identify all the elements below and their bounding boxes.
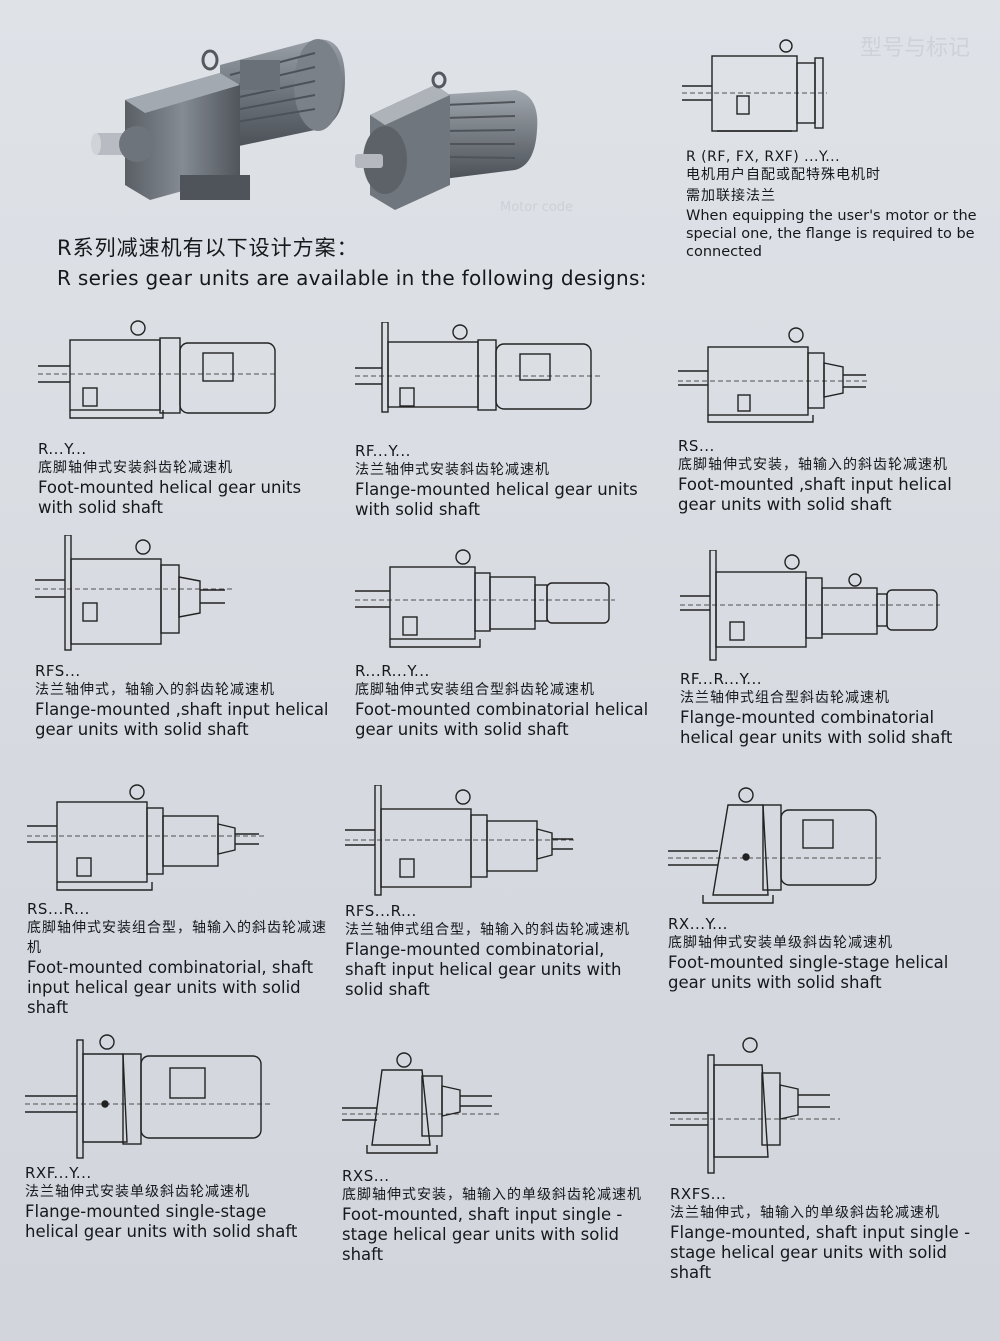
design-rf-r-y: RF...R...Y... 法兰轴伸式组合型斜齿轮减速机 Flange-moun… [680, 550, 990, 748]
drawing-r-y [38, 320, 278, 419]
design-cn: 底脚轴伸式安装，轴输入的斜齿轮减速机 [678, 457, 948, 473]
design-r-y: R...Y... 底脚轴伸式安装斜齿轮减速机 Foot-mounted heli… [38, 318, 328, 518]
design-r-r-y: R...R...Y... 底脚轴伸式安装组合型斜齿轮减速机 Foot-mount… [355, 545, 665, 740]
design-en: Flange-mounted, shaft input single -stag… [670, 1223, 971, 1282]
note-en: When equipping the user's motor or the s… [686, 208, 977, 260]
drawing-rfs [35, 535, 235, 651]
design-code: RX...Y... [668, 915, 728, 933]
drawing-rs [678, 327, 868, 423]
design-code: R...Y... [38, 440, 87, 458]
design-rs-r: RS...R... 底脚轴伸式安装组合型，轴输入的斜齿轮减速机 Foot-mou… [27, 780, 337, 1018]
show-through-text: 型号与标记 [860, 36, 971, 61]
design-rxfs: RXFS... 法兰轴伸式，轴输入的单级斜齿轮减速机 Flange-mounte… [670, 1035, 980, 1283]
design-en: Flange-mounted ,shaft input helical gear… [35, 700, 329, 739]
drawing-rxfs [670, 1037, 840, 1174]
design-rfs-r: RFS...R... 法兰轴伸式组合型，轴输入的斜齿轮减速机 Flange-mo… [345, 785, 645, 1000]
show-through-text: Motor code [500, 200, 574, 215]
design-en: Foot-mounted helical gear units with sol… [38, 478, 302, 517]
drawing-rx-y [668, 787, 883, 904]
design-en: Foot-mounted ,shaft input helical gear u… [678, 475, 952, 514]
design-code: RXFS... [670, 1185, 727, 1203]
drawing-rxf-y [25, 1034, 270, 1159]
design-en: Flange-mounted helical gear units with s… [355, 480, 638, 519]
design-rx-y: RX...Y... 底脚轴伸式安装单级斜齿轮减速机 Foot-mounted s… [668, 785, 988, 993]
note-cn-line-1: 电机用户自配或配特殊电机时 [686, 167, 881, 183]
design-en: Foot-mounted, shaft input single -stage … [342, 1205, 623, 1264]
design-code: RFS... [35, 662, 81, 680]
design-rxf-y: RXF...Y... 法兰轴伸式安装单级斜齿轮减速机 Flange-mounte… [25, 1032, 325, 1242]
design-cn: 法兰轴伸式组合型，轴输入的斜齿轮减速机 [345, 922, 630, 938]
section-heading-cn: R系列减速机有以下设计方案： [57, 236, 359, 260]
design-cn: 法兰轴伸式安装斜齿轮减速机 [355, 462, 550, 478]
design-code: RXF...Y... [25, 1164, 92, 1182]
design-code: RFS...R... [345, 902, 417, 920]
design-cn: 底脚轴伸式安装，轴输入的单级斜齿轮减速机 [342, 1187, 642, 1203]
design-cn: 法兰轴伸式组合型斜齿轮减速机 [680, 690, 890, 706]
design-cn: 法兰轴伸式，轴输入的单级斜齿轮减速机 [670, 1205, 940, 1221]
design-cn: 法兰轴伸式安装单级斜齿轮减速机 [25, 1184, 250, 1200]
drawing-rf-y [355, 322, 600, 413]
flange-adapter-drawing [682, 39, 827, 132]
gear-unit-photo-r [91, 39, 345, 200]
design-cn: 底脚轴伸式安装组合型斜齿轮减速机 [355, 682, 595, 698]
design-rs: RS... 底脚轴伸式安装，轴输入的斜齿轮减速机 Foot-mounted ,s… [678, 325, 988, 515]
design-code: RS...R... [27, 900, 90, 918]
design-en: Foot-mounted single-stage helical gear u… [668, 953, 949, 992]
drawing-rf-r-y [680, 550, 940, 661]
design-en: Foot-mounted combinatorial, shaft input … [27, 958, 314, 1017]
drawing-rxs [342, 1052, 502, 1154]
note-code: R (RF, FX, RXF) ...Y... [686, 149, 841, 165]
design-cn: 法兰轴伸式，轴输入的斜齿轮减速机 [35, 682, 275, 698]
design-cn: 底脚轴伸式安装单级斜齿轮减速机 [668, 935, 893, 951]
design-code: RXS... [342, 1167, 390, 1185]
design-en: Flange-mounted single-stage helical gear… [25, 1202, 298, 1241]
drawing-r-r-y [355, 549, 615, 648]
section-heading-en: R series gear units are available in the… [57, 266, 647, 290]
design-code: RF...R...Y... [680, 670, 763, 688]
drawing-rfs-r [345, 785, 575, 896]
design-cn: 底脚轴伸式安装组合型，轴输入的斜齿轮减速机 [27, 920, 327, 956]
gear-unit-photo-rf [355, 71, 538, 210]
design-code: RF...Y... [355, 442, 411, 460]
design-code: RS... [678, 437, 715, 455]
design-en: Flange-mounted combinatorial helical gea… [680, 708, 953, 747]
design-rf-y: RF...Y... 法兰轴伸式安装斜齿轮减速机 Flange-mounted h… [355, 322, 645, 520]
design-en: Flange-mounted combinatorial, shaft inpu… [345, 940, 622, 999]
design-rxs: RXS... 底脚轴伸式安装，轴输入的单级斜齿轮减速机 Foot-mounted… [342, 1050, 642, 1265]
design-cn: 底脚轴伸式安装斜齿轮减速机 [38, 460, 233, 476]
flange-note: R (RF, FX, RXF) ...Y... 电机用户自配或配特殊电机时 需加… [686, 147, 986, 261]
design-en: Foot-mounted combinatorial helical gear … [355, 700, 649, 739]
design-code: R...R...Y... [355, 662, 430, 680]
design-rfs: RFS... 法兰轴伸式，轴输入的斜齿轮减速机 Flange-mounted ,… [35, 535, 345, 740]
note-cn-line-2: 需加联接法兰 [686, 188, 776, 204]
drawing-rs-r [27, 784, 267, 891]
